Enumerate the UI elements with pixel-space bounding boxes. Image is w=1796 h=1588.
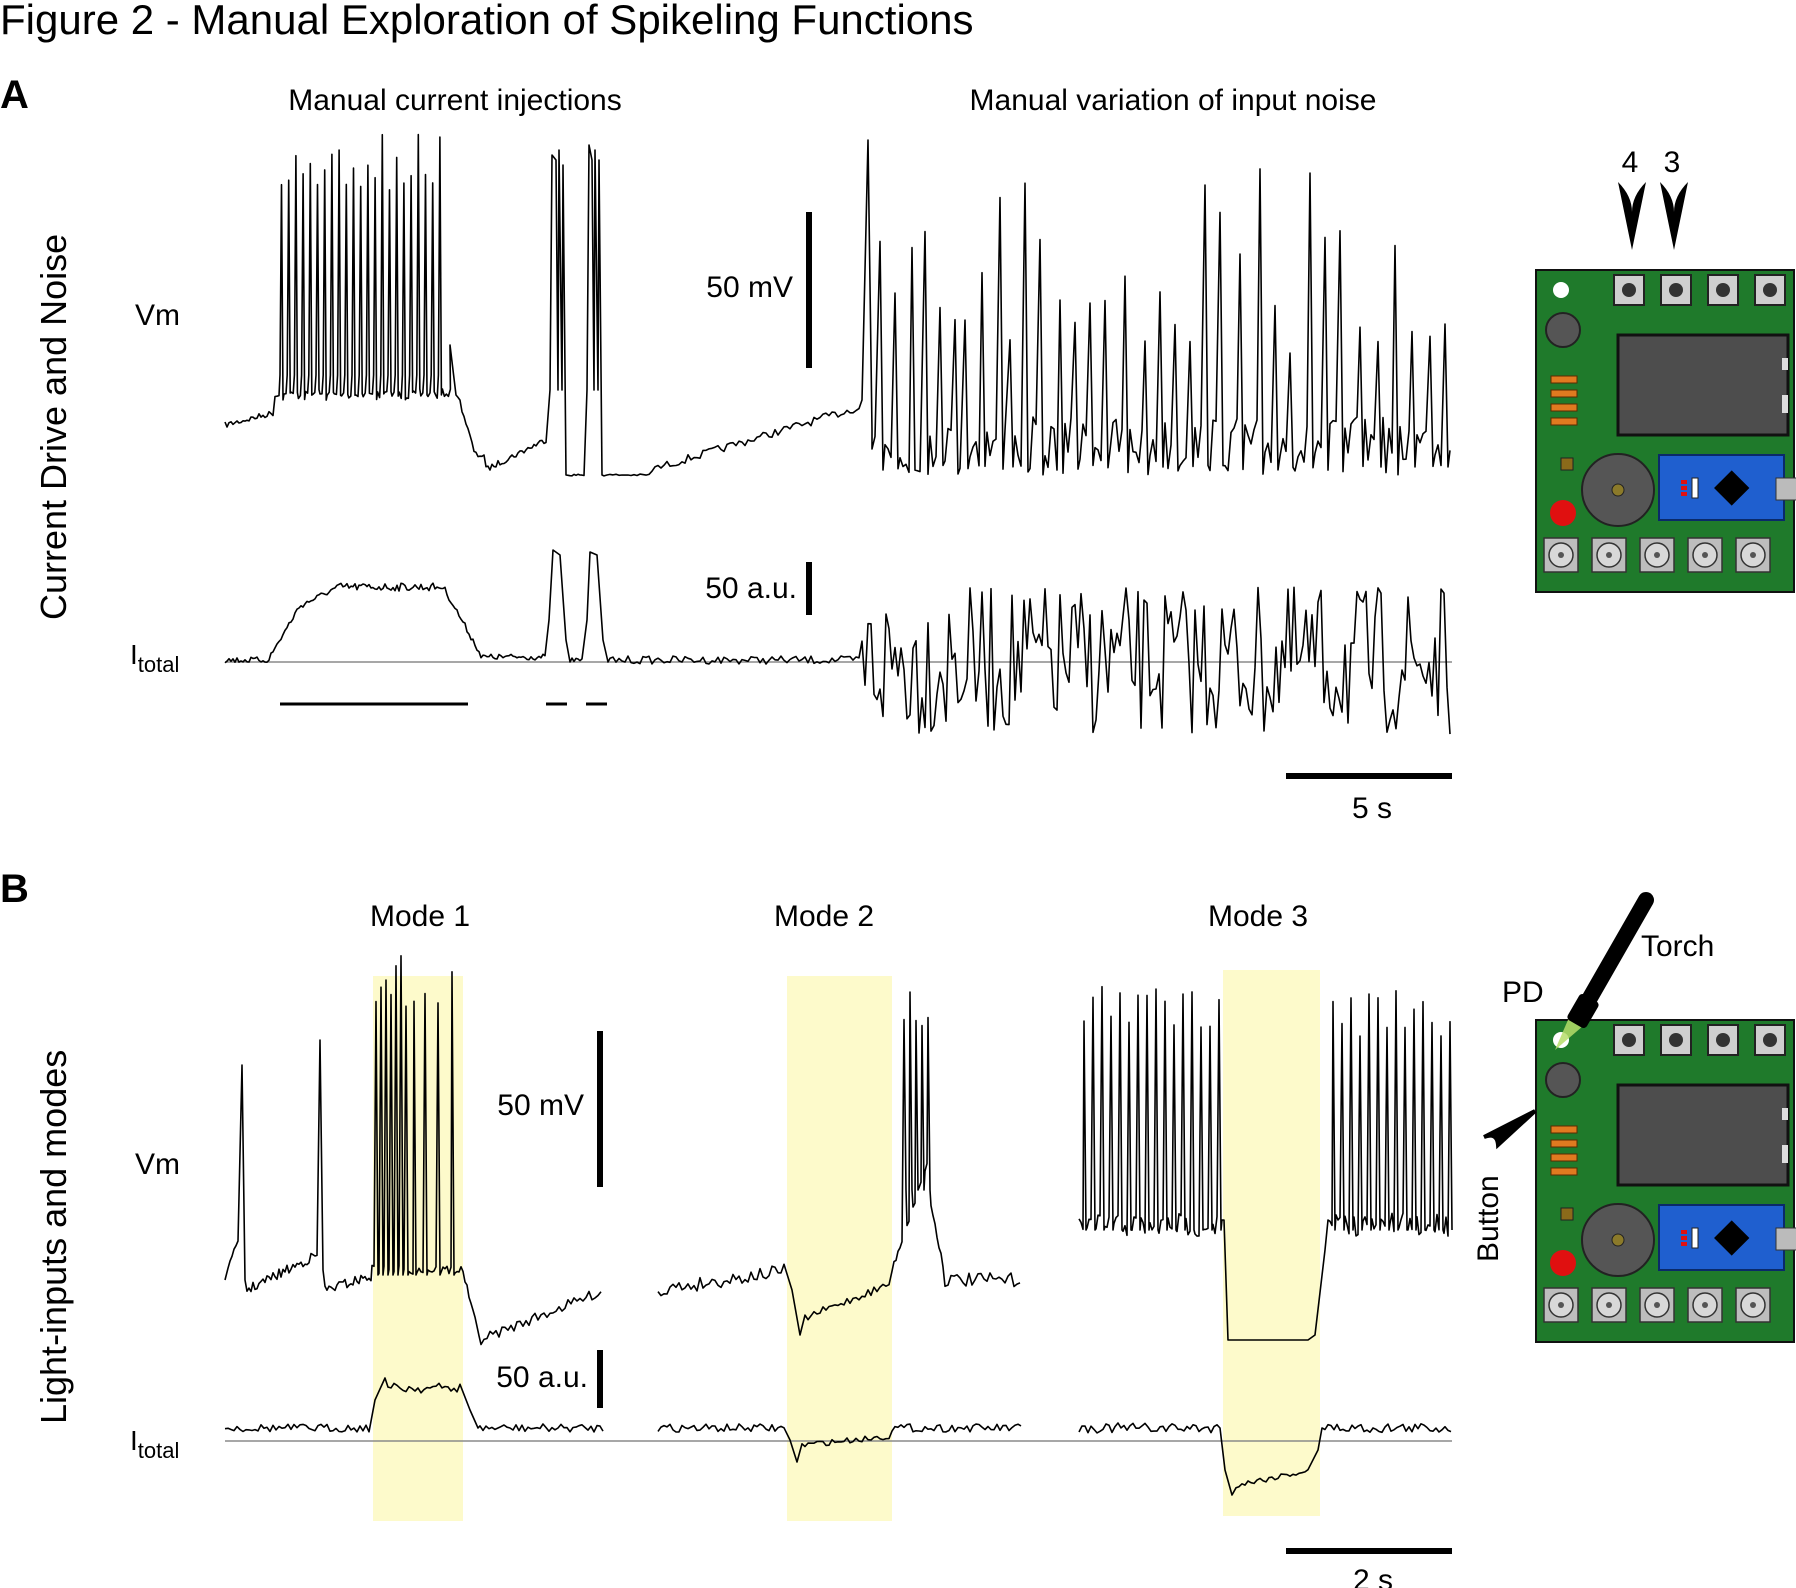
- panel-b-mode-2-vm-trace: [657, 991, 1021, 1336]
- panel-b-vm-label: Vm: [135, 1148, 180, 1181]
- panel-a-current-trace: [224, 549, 1451, 735]
- panel-b-letter: B: [0, 867, 29, 911]
- figure-title: Figure 2 - Manual Exploration of Spikeli…: [0, 0, 974, 43]
- panel-b-mode-2-current-trace: [657, 1423, 1022, 1463]
- button-arrow-icon: [1483, 1109, 1537, 1150]
- torch-label: Torch: [1641, 930, 1714, 963]
- panel-b-mode-3-light-window: [1223, 970, 1320, 1516]
- panel-a-arrow-label-3: 3: [1664, 146, 1681, 179]
- panel-b-mode-1-vm-trace: [224, 955, 602, 1346]
- panel-a-vm-trace: [224, 133, 1451, 477]
- panel-a-current-scale-label: 50 a.u.: [705, 572, 797, 605]
- panel-b-mode-3-current-trace: [1078, 1422, 1452, 1496]
- panel-a-letter: A: [0, 73, 29, 117]
- panel-a-vm-label: Vm: [135, 299, 180, 332]
- panel-b-mode-2-light-window: [787, 976, 892, 1521]
- panel-a-section-right: Manual variation of input noise: [970, 84, 1377, 117]
- panel-b-side-label: Light-inputs and modes: [33, 1050, 74, 1424]
- panel-a-arrow-3-icon: [1660, 182, 1688, 250]
- panel-b-mode-1-current-trace: [224, 1377, 604, 1433]
- panel-a-arrow-label-4: 4: [1622, 146, 1639, 179]
- panel-a-side-label: Current Drive and Noise: [33, 234, 74, 620]
- panel-a-vm-scale-label: 50 mV: [706, 271, 793, 304]
- panel-b-vm-scale-label: 50 mV: [497, 1089, 584, 1122]
- button-label: Button: [1472, 1175, 1505, 1262]
- panel-b-time-scale-label: 2 s: [1353, 1564, 1393, 1588]
- panel-b-mode-1-label: Mode 1: [370, 900, 470, 933]
- panel-a-section-left: Manual current injections: [288, 84, 622, 117]
- panel-b-current-scale-label: 50 a.u.: [496, 1361, 588, 1394]
- panel-a-spikeling-board-icon: [1535, 269, 1796, 593]
- panel-b-spikeling-board-icon: [1535, 1019, 1796, 1343]
- photodiode-label: PD: [1502, 976, 1544, 1009]
- torch-icon: [1567, 892, 1654, 1029]
- panel-a-arrow-4-icon: [1618, 182, 1646, 250]
- panel-b-mode-2-label: Mode 2: [774, 900, 874, 933]
- panel-a-time-scale-label: 5 s: [1352, 792, 1392, 825]
- panel-b-mode-3-label: Mode 3: [1208, 900, 1308, 933]
- panel-b-itotal-label: Itotal: [130, 1425, 179, 1463]
- panel-a-itotal-label: Itotal: [130, 639, 179, 677]
- panel-b-mode-3-vm-trace: [1078, 985, 1453, 1341]
